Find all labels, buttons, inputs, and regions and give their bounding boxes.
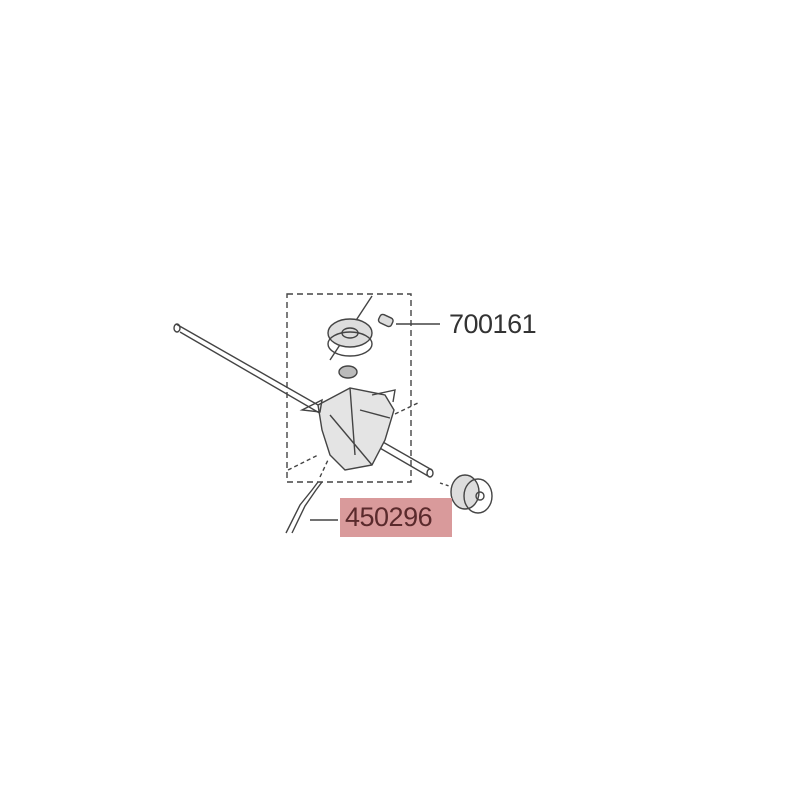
- gearbox-housing: [299, 365, 396, 471]
- sleeve-part: [377, 313, 440, 328]
- control-cable: [285, 459, 338, 534]
- pulley: [327, 318, 373, 357]
- axle: [173, 323, 434, 478]
- part-number-label-highlighted: 450296: [345, 502, 433, 532]
- wheel-hub: [439, 474, 493, 514]
- part-number-label: 700161: [449, 309, 537, 339]
- part-number-highlight: [340, 498, 452, 537]
